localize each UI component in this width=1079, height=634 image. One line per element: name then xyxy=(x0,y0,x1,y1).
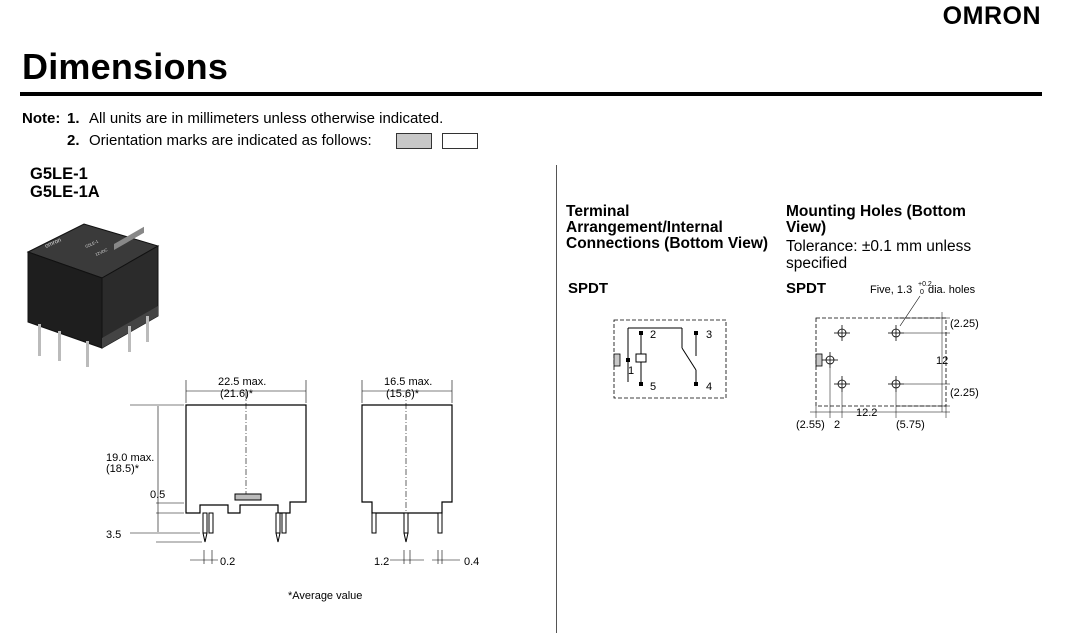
dim-0-2-label: 0.2 xyxy=(220,556,235,568)
note-2-number: 2. xyxy=(67,132,80,149)
dim-0-5-label: 0.5 xyxy=(150,489,165,501)
pin-3-label: 3 xyxy=(706,329,712,341)
column-divider xyxy=(556,165,557,633)
front-width-label: 22.5 max. xyxy=(218,376,266,388)
dim-1-2-label: 1.2 xyxy=(374,556,389,568)
pin-2-label: 2 xyxy=(650,329,656,341)
dimension-drawing: 22.5 max. (21.6)* 16.5 max. (15.6)* 19.0… xyxy=(106,376,479,602)
dim-left-label: (2.55) xyxy=(796,419,825,431)
height-label: 19.0 max. xyxy=(106,452,154,464)
orientation-mark-grey-swatch xyxy=(396,133,432,149)
dim-horiz-label: 12.2 xyxy=(856,407,877,419)
dim-2-label: 2 xyxy=(834,419,840,431)
terminal-arrangement-heading: Terminal Arrangement/Internal Connection… xyxy=(566,203,769,252)
holes-spec-tol-zero: 0 xyxy=(920,289,924,296)
terminal-diagram: 2 3 1 5 4 xyxy=(613,319,727,399)
side-width-avg-label: (15.6)* xyxy=(386,388,420,400)
svg-text:12VDC: 12VDC xyxy=(94,247,108,257)
note-label: Note: xyxy=(22,110,61,127)
model-name-1: G5LE-1 xyxy=(30,165,88,183)
dim-bottom-right-label: (2.25) xyxy=(950,387,979,399)
holes-spec-suffix: dia. holes xyxy=(928,284,976,296)
pin-1-label: 1 xyxy=(628,365,634,377)
svg-text:G5LE-1: G5LE-1 xyxy=(84,238,99,248)
side-width-label: 16.5 max. xyxy=(384,376,432,388)
mounting-tolerance-text: Tolerance: ±0.1 mm unless specified xyxy=(786,238,972,272)
orientation-mark-white-swatch xyxy=(442,133,478,149)
mounting-holes-diagram: Five, 1.3 +0.2 0 dia. holes (2.25) 12 (2… xyxy=(796,281,979,431)
mounting-spdt-label: SPDT xyxy=(786,280,827,297)
relay-photo: omron G5LE-1 12VDC xyxy=(26,223,160,367)
note-2-text: Orientation marks are indicated as follo… xyxy=(89,132,372,149)
holes-spec-prefix: Five, 1.3 xyxy=(870,284,912,296)
height-avg-label: (18.5)* xyxy=(106,463,140,475)
average-value-footnote: *Average value xyxy=(288,590,362,602)
dim-0-4-label: 0.4 xyxy=(464,556,479,568)
holes-spec-tol-plus: +0.2 xyxy=(918,281,932,288)
terminal-spdt-label: SPDT xyxy=(568,280,609,297)
note-1-number: 1. xyxy=(67,110,80,127)
mounting-holes-heading: Mounting Holes (Bottom View) xyxy=(786,203,966,236)
note-1-text: All units are in millimeters unless othe… xyxy=(89,110,444,127)
omron-logo: omron xyxy=(942,2,1041,30)
dim-mid-label: 12 xyxy=(936,355,948,367)
dim-3-5-label: 3.5 xyxy=(106,529,121,541)
dim-right-label: (5.75) xyxy=(896,419,925,431)
page-title: Dimensions xyxy=(22,46,229,87)
title-rule xyxy=(20,92,1042,96)
front-width-avg-label: (21.6)* xyxy=(220,388,254,400)
dim-top-right-label: (2.25) xyxy=(950,318,979,330)
model-name-2: G5LE-1A xyxy=(30,183,100,201)
pin-4-label: 4 xyxy=(706,381,712,393)
pin-5-label: 5 xyxy=(650,381,656,393)
